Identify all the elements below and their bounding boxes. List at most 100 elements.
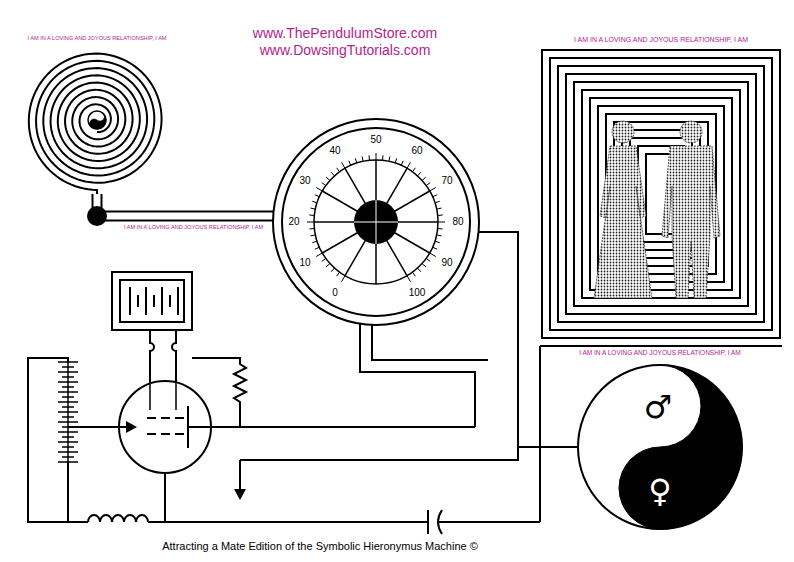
dial-tick xyxy=(422,177,426,180)
dial-tick xyxy=(435,201,440,203)
dial-tick xyxy=(337,168,340,172)
dial-number: 100 xyxy=(409,288,426,298)
dial-tick xyxy=(326,263,330,266)
capacitor-plate xyxy=(427,510,429,534)
dial-tick xyxy=(331,172,334,176)
dial-tick xyxy=(368,155,370,160)
affirmation-heading: I AM IN A LOVING AND JOYOUS RELATIONSHIP… xyxy=(574,36,748,43)
battery-stack-cell xyxy=(62,416,74,418)
battery-stack-cell xyxy=(58,441,78,443)
tube-lead xyxy=(172,330,176,382)
dial-spoke xyxy=(322,232,358,253)
dial-number: 70 xyxy=(441,176,452,186)
yin-yang-circle xyxy=(578,365,742,529)
dial-number: 30 xyxy=(299,176,310,186)
battery-stack-cell xyxy=(58,371,78,373)
dial-tick xyxy=(426,258,430,261)
dial-tick xyxy=(407,162,411,168)
battery-cell xyxy=(161,287,163,315)
dial-spoke xyxy=(386,239,407,275)
dial-tick xyxy=(438,228,443,230)
nested-rectangle xyxy=(542,50,780,338)
grid-wire xyxy=(68,426,127,428)
dial-tick xyxy=(316,253,322,257)
website-url: www.DowsingTutorials.com xyxy=(260,43,431,57)
dial-spoke xyxy=(375,160,377,202)
figure-silhouette xyxy=(662,146,720,298)
tube-grid xyxy=(175,417,184,419)
affirmation-label: I AM IN A LOVING AND JOYOUS RELATIONSHIP… xyxy=(124,225,263,231)
dial-spoke xyxy=(375,242,377,284)
figure-head xyxy=(680,121,702,143)
battery-cell xyxy=(153,295,155,307)
tube-grid xyxy=(161,433,170,435)
dial-tick xyxy=(312,201,317,203)
male-symbol: ♂ xyxy=(644,391,673,423)
terminal-stub xyxy=(570,446,578,448)
pipe-connector xyxy=(97,194,273,216)
dial-scale xyxy=(314,160,438,284)
battery-cell xyxy=(169,295,171,307)
spiral-yin-yang xyxy=(88,110,110,132)
terminal-dot xyxy=(87,206,107,226)
dial-tick xyxy=(322,258,326,261)
rectangle-spiral-plate: I AM IN A LOVING AND JOYOUS RELATIONSHIP… xyxy=(540,36,782,340)
tube-grid xyxy=(147,417,156,419)
dial-tick xyxy=(342,162,346,168)
dial-tick xyxy=(349,161,351,166)
dial-tick xyxy=(437,208,442,209)
dial-number: 80 xyxy=(452,217,463,227)
tube-grid xyxy=(147,433,156,435)
pointer-wire xyxy=(239,460,241,490)
tube-grid xyxy=(161,417,170,419)
dial-number: 0 xyxy=(332,288,338,298)
dial-spoke xyxy=(345,168,366,204)
nested-rectangle xyxy=(574,82,748,306)
nested-rectangle xyxy=(550,58,772,330)
dial-tick xyxy=(437,235,442,236)
dial-spoke xyxy=(322,191,358,212)
battery-cell xyxy=(145,287,147,315)
spiral-plate-outline xyxy=(18,36,176,194)
battery-stack-cell xyxy=(58,451,78,453)
figure-head xyxy=(612,121,634,143)
dial-stem-wire xyxy=(360,324,475,427)
dial-tick xyxy=(430,188,436,192)
dial-tick xyxy=(331,268,334,272)
arrow-head xyxy=(234,489,246,500)
dial: 0102030405060708090100 xyxy=(272,118,480,326)
tube-filament xyxy=(150,382,176,410)
dial-tick xyxy=(310,235,315,236)
battery-stack-cell xyxy=(58,431,78,433)
battery-stack-cell xyxy=(58,381,78,383)
dial-tick xyxy=(426,183,430,186)
dial-tick xyxy=(322,183,326,186)
dial-tick xyxy=(417,268,420,272)
dial-tick xyxy=(412,168,415,172)
dial-tick xyxy=(312,241,317,243)
dial-tick xyxy=(438,222,445,223)
dial-tick xyxy=(316,188,322,192)
female-symbol: ♀ xyxy=(648,475,671,507)
dial-stem-wire xyxy=(372,324,488,360)
affirmation-heading: I AM IN A LOVING AND JOYOUS RELATIONSHIP… xyxy=(579,350,741,357)
battery-stack-cell xyxy=(58,401,78,403)
pipe-bore xyxy=(97,194,273,216)
battery-return-wire xyxy=(67,462,69,522)
dial-ring-outer xyxy=(273,119,479,325)
dial-number: 40 xyxy=(329,146,340,156)
dial-number: 60 xyxy=(411,146,422,156)
dial-tick xyxy=(430,253,436,257)
battery-stack-cell xyxy=(62,406,74,408)
dial-tick xyxy=(435,241,440,243)
spiral-plate: I AM IN A LOVING AND JOYOUS RELATIONSHIP… xyxy=(18,36,176,194)
caption: Attracting a Mate Edition of the Symboli… xyxy=(162,541,478,552)
nested-rectangle xyxy=(582,90,740,298)
bottom-wire xyxy=(148,521,428,523)
dial-tick xyxy=(401,161,403,166)
dial-tick xyxy=(433,247,438,249)
website-url: www.ThePendulumStore.com xyxy=(253,26,437,40)
dial-tick xyxy=(315,195,320,197)
dial-tick xyxy=(326,177,330,180)
battery-stack-cell xyxy=(58,421,78,423)
